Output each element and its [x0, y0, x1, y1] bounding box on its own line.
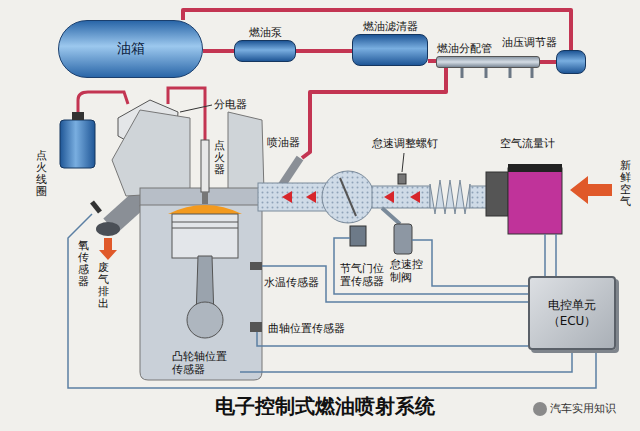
component-label: 燃油泵 — [249, 26, 282, 39]
flow-arrow — [282, 191, 292, 203]
air-flow-meter-box — [508, 168, 562, 234]
flow-arrow — [306, 191, 316, 203]
piston — [172, 214, 238, 258]
signal-wire — [240, 352, 572, 372]
signal-wire — [68, 214, 596, 388]
flow-label: 新鲜空气 — [620, 160, 631, 208]
piston — [172, 214, 238, 258]
exhaust-pipe — [99, 238, 117, 260]
ignition-wire — [78, 92, 128, 118]
part-label: 怠速控制阀 — [390, 258, 425, 284]
ecu-box: 电控单元（ECU） — [528, 276, 616, 350]
part-label: 怠速调整螺钉 — [372, 137, 438, 150]
signal-wire — [68, 214, 596, 388]
fuel-tank: 油箱 — [58, 20, 203, 78]
sensor-label: 氧传感器 — [78, 240, 89, 288]
leader-line — [180, 105, 212, 112]
signal-wire — [555, 234, 557, 276]
throttle-sensor — [350, 226, 366, 246]
flow-arrow — [282, 191, 420, 203]
fuel-filter: 燃油滤清器 — [352, 34, 428, 66]
fresh-air-arrow — [570, 176, 612, 204]
part-label: 点火器 — [214, 140, 225, 176]
component-label: 燃油分配管 — [437, 42, 492, 55]
fuel-line — [428, 59, 436, 63]
ignition-coil — [60, 120, 95, 168]
crankshaft — [187, 302, 223, 338]
flow-arrow — [410, 191, 420, 203]
diagram-title: 电子控制式燃油喷射系统 — [215, 394, 435, 418]
cam-cover — [112, 110, 190, 196]
fuel-line — [203, 49, 234, 53]
part-label: 喷油器 — [267, 136, 300, 149]
rail-stubs — [531, 68, 534, 78]
watermark: 汽车实用知识 — [550, 402, 616, 415]
part-label: 点火线圈 — [36, 150, 47, 198]
component-label: 油箱 — [117, 40, 145, 58]
component-label: 电控单元 — [548, 297, 596, 313]
fuel-rail: 燃油分配管 — [436, 56, 540, 68]
watermark-icon — [533, 402, 547, 416]
engine-block — [140, 205, 262, 380]
oxygen-sensor — [92, 202, 100, 212]
rail-stubs — [462, 68, 532, 78]
intake-pipe — [258, 183, 328, 211]
piston — [172, 228, 238, 229]
component-label: 燃油滤清器 — [363, 20, 418, 33]
signal-wire — [334, 238, 528, 294]
part-label: 空气流量计 — [500, 137, 555, 150]
cam-cover — [228, 112, 264, 192]
intake-pipe — [372, 186, 430, 208]
spark-plug — [201, 140, 209, 204]
flow-label: 废气排出 — [98, 262, 109, 310]
idle-bypass — [382, 208, 400, 224]
piston — [172, 222, 238, 223]
rail-stubs — [509, 68, 512, 78]
signal-wire — [544, 234, 546, 276]
crank-sensor — [250, 322, 262, 332]
rail-stubs — [461, 68, 464, 78]
sensor-label: 曲轴位置传感器 — [268, 322, 345, 335]
signal-wire — [412, 240, 528, 286]
air-flow-meter — [486, 172, 508, 216]
bellows — [430, 180, 470, 214]
pressure-regulator: 油压调节器 — [556, 50, 586, 74]
water-temp-sensor — [250, 262, 262, 270]
combustion-chamber — [168, 205, 242, 214]
idle-control-valve — [394, 224, 412, 254]
fuel-pump: 燃油泵 — [234, 40, 296, 62]
throttle-plate — [340, 178, 356, 216]
intake-pipe — [470, 186, 488, 208]
component-label: （ECU） — [548, 313, 597, 329]
rail-stubs — [485, 68, 488, 78]
exhaust-pipe — [96, 222, 120, 236]
flow-arrow — [384, 191, 394, 203]
sensor-label: 水温传感器 — [264, 276, 319, 289]
sensor-label: 节气门位置传感器 — [340, 262, 386, 288]
leader-line — [402, 153, 404, 172]
air-flow-meter-cap — [508, 164, 562, 172]
fuel-line — [540, 60, 556, 64]
throttle-body — [322, 171, 374, 223]
component-label: 油压调节器 — [502, 36, 557, 49]
fuel-line — [296, 49, 352, 53]
idle-screw — [398, 174, 406, 184]
ignition-coil — [72, 112, 84, 120]
sensor-label: 凸轮轴位置传感器 — [172, 350, 229, 376]
injector-fuel-line — [302, 68, 446, 158]
ignition-coil — [60, 112, 95, 168]
part-label: 分电器 — [214, 98, 247, 111]
oxygen-sensor — [92, 202, 100, 212]
spark-plug — [201, 140, 209, 192]
spark-plug — [202, 192, 208, 204]
